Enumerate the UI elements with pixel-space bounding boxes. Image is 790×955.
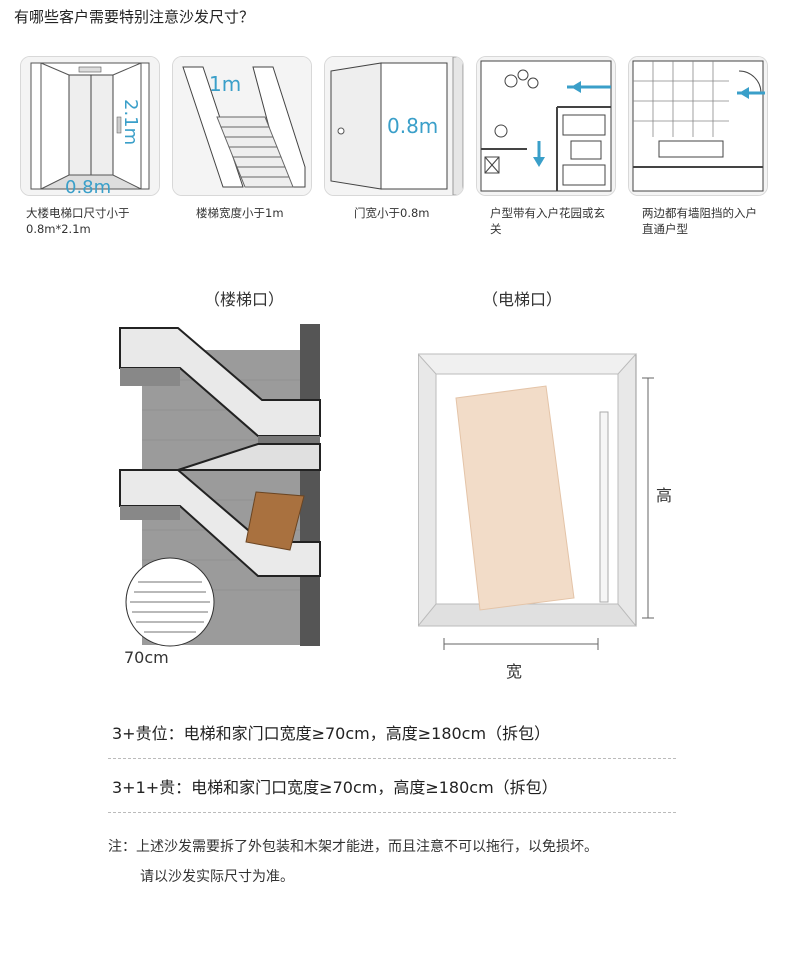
page-title: 有哪些客户需要特别注意沙发尺寸？ [14, 8, 255, 26]
stairs-illustration: 1m [173, 57, 311, 195]
door-width-dim: 0.8m [387, 114, 438, 138]
elevator-width-label: 宽 [506, 662, 523, 681]
stairs-card: 1m [172, 56, 312, 196]
stairs-caption: 楼梯宽度小于1m [196, 206, 284, 220]
elevator-width-dim: 0.8m [65, 177, 111, 195]
direct-entry-illustration [629, 57, 767, 195]
elevator-caption: 大楼电梯口尺寸小于0.8m*2.1m [26, 206, 130, 236]
stairwell-illustration [119, 324, 321, 647]
door-card: 0.8m [324, 56, 464, 196]
elevator-cabin-illustration [418, 353, 654, 650]
garden-plan-illustration [477, 57, 615, 195]
garden-plan-card [476, 56, 616, 196]
elevator-section-label: （电梯口） [482, 290, 563, 309]
elevator-illustration: 2.1m 0.8m [21, 57, 159, 195]
stairs-width-dim: 1m [209, 72, 241, 96]
divider [108, 758, 676, 759]
direct-entry-caption: 两边都有墙阻挡的入户直通户型 [642, 206, 757, 236]
spec-line-3-seat: 3+贵位：电梯和家门口宽度≥70cm，高度≥180cm（拆包） [112, 724, 551, 743]
stair-width-dim: 70cm [124, 648, 169, 667]
elevator-height-label: 高 [656, 486, 673, 505]
note-line-1: 注：上述沙发需要拆了外包装和木架才能进，而且注意不可以拖行，以免损坏。 [108, 839, 598, 855]
note-line-2: 请以沙发实际尺寸为准。 [140, 869, 294, 885]
door-caption: 门宽小于0.8m [354, 206, 430, 220]
direct-entry-card [628, 56, 768, 196]
stair-section-label: （楼梯口） [204, 290, 285, 309]
divider [108, 812, 676, 813]
garden-caption: 户型带有入户花园或玄关 [490, 206, 605, 236]
elevator-height-dim: 2.1m [120, 99, 141, 145]
spec-line-3-1-seat: 3+1+贵：电梯和家门口宽度≥70cm，高度≥180cm（拆包） [112, 778, 558, 797]
elevator-card: 2.1m 0.8m [20, 56, 160, 196]
door-illustration: 0.8m [325, 57, 463, 195]
